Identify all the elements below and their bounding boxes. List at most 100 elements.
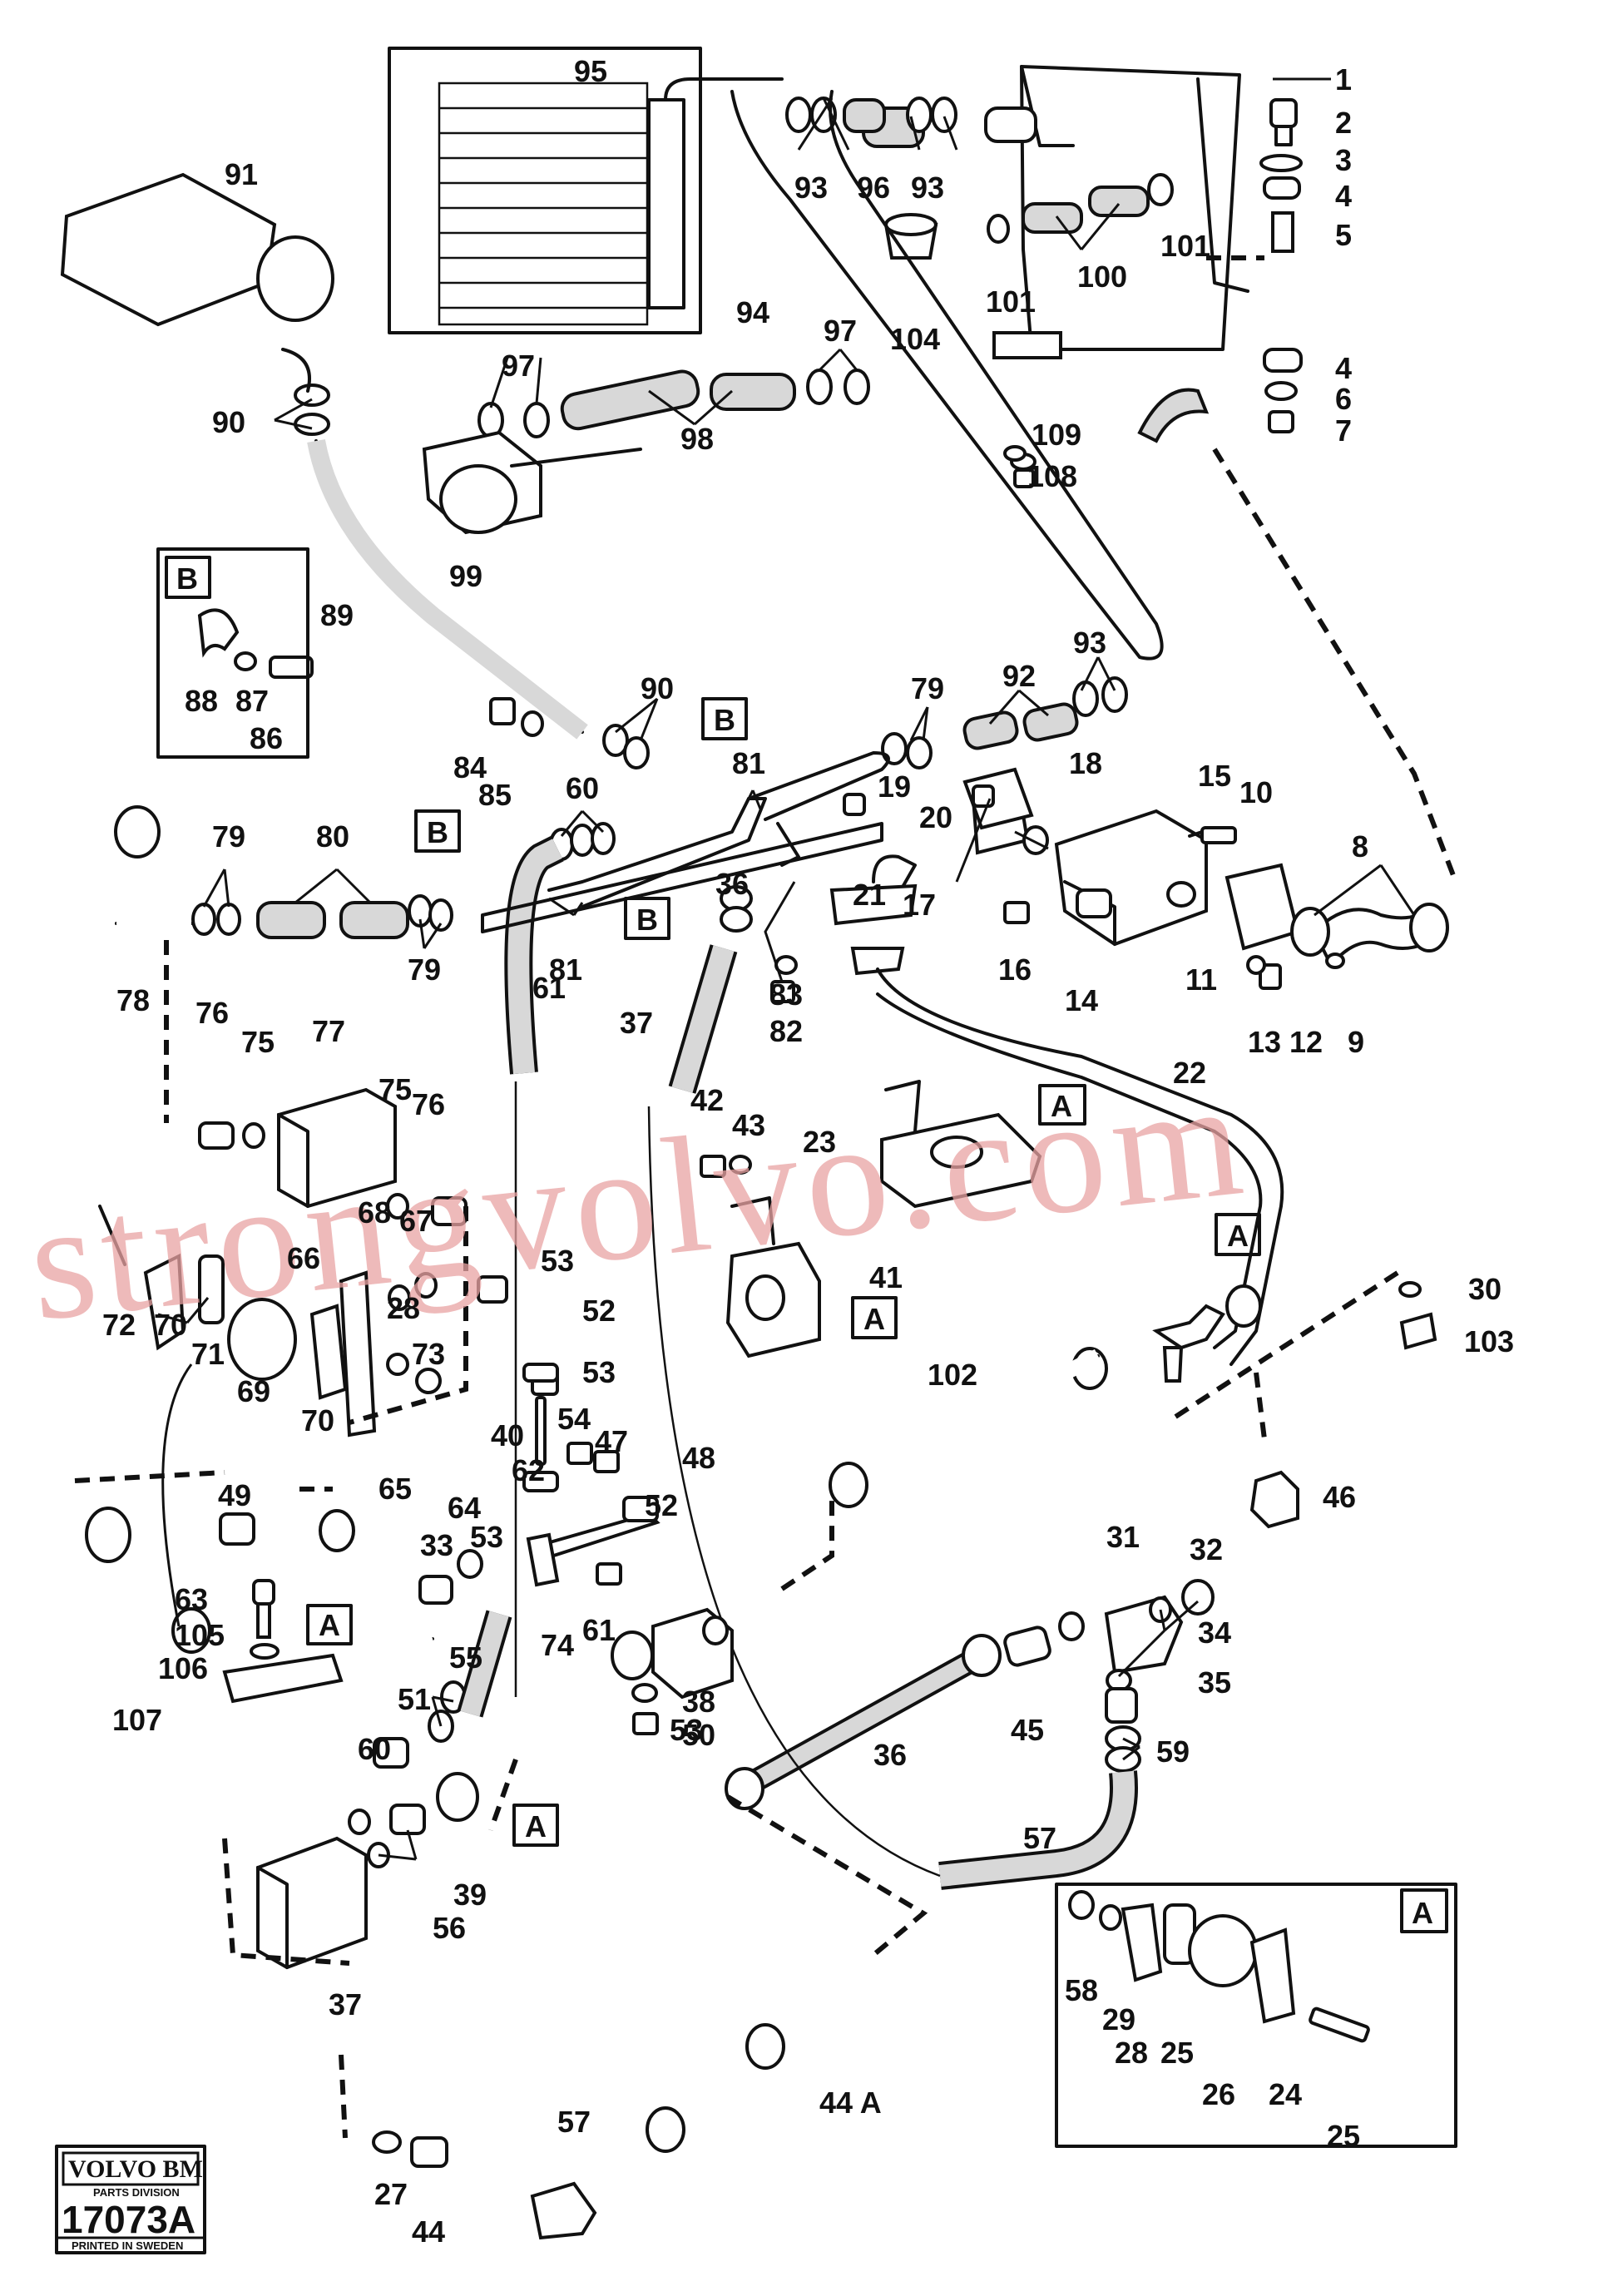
callout-label: 79	[911, 671, 944, 705]
callout-label: 10	[1239, 775, 1273, 809]
callout-label: 35	[1198, 1665, 1231, 1700]
detail-box-label: A	[1412, 1896, 1433, 1930]
callout-label: 50	[682, 1718, 715, 1752]
callout-label: 97	[824, 314, 857, 348]
callout-label: 79	[212, 819, 245, 854]
callout-label: 89	[320, 598, 354, 632]
callout-label: 77	[312, 1014, 345, 1048]
callout-label: 40	[491, 1418, 524, 1452]
callout-label: 58	[1065, 1973, 1098, 2007]
callout-label: 20	[919, 800, 952, 834]
callout-label: 22	[1173, 1056, 1206, 1090]
callout-label: 98	[680, 422, 714, 456]
callout-label: 104	[890, 322, 940, 356]
svg-text:A: A	[525, 1809, 547, 1843]
callout-label: 63	[175, 1582, 208, 1616]
svg-text:A: A	[1227, 1219, 1249, 1253]
callout-label: 80	[316, 819, 349, 854]
svg-text:B: B	[427, 815, 448, 849]
callout-label: 18	[1069, 746, 1102, 780]
callout-label: 93	[911, 171, 944, 205]
callout-label: 69	[237, 1374, 270, 1408]
callout-label: 68	[358, 1195, 391, 1230]
svg-text:A: A	[319, 1608, 340, 1642]
callout-label: 39	[453, 1878, 487, 1912]
callout-label: 16	[998, 953, 1032, 987]
callout-label: 61	[582, 1613, 616, 1647]
callout-label: 74	[541, 1628, 574, 1662]
callout-label: 65	[378, 1472, 412, 1506]
callout-label: 81	[732, 746, 765, 780]
callout-label: 78	[116, 983, 150, 1017]
callout-label: 14	[1065, 983, 1098, 1017]
callout-label: 12	[1289, 1025, 1323, 1059]
callout-label: 4	[1335, 179, 1352, 213]
callout-label: 59	[1156, 1734, 1190, 1769]
callout-label: 86	[250, 721, 283, 755]
callout-label: 93	[1073, 626, 1106, 660]
ref-tag: A	[1215, 1213, 1261, 1256]
callout-label: 37	[620, 1006, 653, 1040]
ref-tag: A	[851, 1296, 898, 1339]
svg-text:A: A	[863, 1302, 885, 1336]
callout-label: 76	[412, 1087, 445, 1121]
callout-label: 79	[408, 953, 441, 987]
callout-label: 101	[986, 285, 1036, 319]
callout-label: 60	[566, 771, 599, 805]
ref-tag: A	[512, 1804, 559, 1847]
callout-label: 106	[158, 1651, 208, 1685]
logo-printed: PRINTED IN SWEDEN	[72, 2239, 183, 2252]
ref-tag: B	[414, 809, 461, 853]
callout-label: 46	[1323, 1480, 1356, 1514]
callout-label: 97	[502, 349, 535, 383]
callout-label: 51	[398, 1682, 431, 1716]
logo-code: 17073A	[62, 2198, 195, 2241]
callout-label: 29	[1102, 2002, 1135, 2036]
callout-label: 101	[1160, 229, 1210, 263]
svg-text:B: B	[636, 903, 658, 937]
callout-label: 45	[1011, 1713, 1044, 1747]
callout-label: 61	[532, 971, 566, 1005]
callout-label: 93	[794, 171, 828, 205]
ref-tag: B	[701, 697, 748, 740]
callout-label: 15	[1198, 759, 1231, 793]
callout-label: 44 A	[819, 2086, 882, 2120]
callout-label: 60	[358, 1732, 391, 1766]
callout-label: 1	[1335, 62, 1352, 96]
callout-label: 17	[903, 888, 936, 922]
callout-label: 54	[557, 1402, 591, 1436]
callout-label: 96	[857, 171, 890, 205]
callout-label: 43	[732, 1108, 765, 1142]
callout-label: 70	[301, 1403, 334, 1437]
callout-label: 11	[1185, 962, 1217, 997]
callout-label: 2	[1335, 106, 1352, 140]
svg-text:A: A	[1051, 1089, 1072, 1123]
drawing	[60, 47, 1458, 2240]
callout-label: 109	[1032, 418, 1081, 452]
callout-label: 53	[670, 1713, 703, 1747]
callout-label: 33	[420, 1528, 453, 1562]
callout-label: 31	[1106, 1520, 1140, 1554]
callout-label: 82	[769, 1014, 803, 1048]
callout-label: 71	[191, 1337, 225, 1371]
callout-label: 44	[412, 2214, 445, 2249]
callout-label: 72	[102, 1308, 136, 1342]
callout-label: 90	[641, 671, 674, 705]
callout-label: 47	[595, 1424, 628, 1458]
callout-label: 67	[399, 1204, 433, 1238]
callout-label: 28	[1115, 2036, 1148, 2070]
logo-brand: VOLVO BM	[68, 2155, 203, 2183]
callout-label: 36	[715, 867, 749, 901]
callout-label: 100	[1077, 260, 1127, 294]
callout-label: 9	[1348, 1025, 1364, 1059]
callout-label: 64	[448, 1491, 481, 1525]
callout-label: 62	[512, 1453, 545, 1487]
callout-label: 81	[549, 953, 582, 987]
callout-label: 49	[218, 1478, 251, 1512]
callout-label: 52	[582, 1294, 616, 1328]
callout-label: 34	[1198, 1616, 1231, 1650]
callout-label: 66	[287, 1241, 320, 1275]
callout-label: 53	[470, 1520, 503, 1554]
callout-label: 32	[1190, 1532, 1223, 1566]
